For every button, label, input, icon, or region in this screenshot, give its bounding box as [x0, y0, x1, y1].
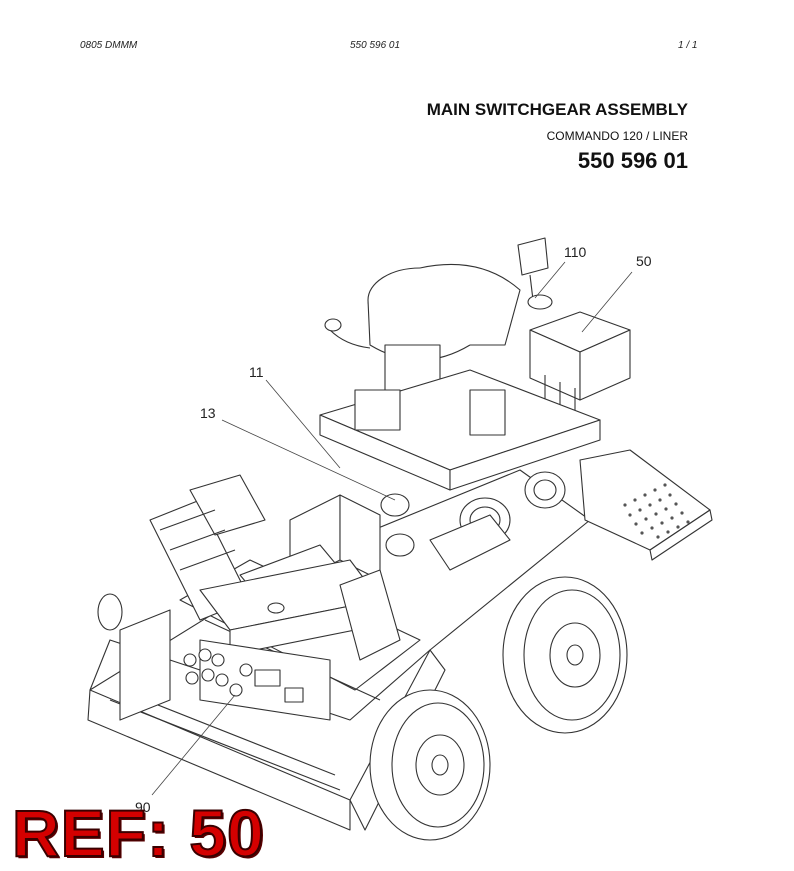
callout-13: 13: [200, 405, 216, 421]
step-plate: [579, 449, 713, 561]
work-lamp: [517, 237, 553, 310]
header-part-number: 550 596 01: [350, 40, 401, 51]
callout-90: 90: [135, 799, 151, 815]
callout-110: 110: [564, 244, 587, 260]
document-title: MAIN SWITCHGEAR ASSEMBLY: [426, 100, 688, 119]
document-part-number: 550 596 01: [577, 148, 688, 173]
rear-wheel: [502, 576, 628, 734]
leader-line-11: [265, 379, 341, 469]
front-wheel: [369, 689, 491, 841]
air-cleaner: [324, 263, 521, 406]
leader-line-13: [221, 419, 396, 501]
header-date-code: 0805 DMMM: [80, 40, 138, 51]
roll-frame: [319, 369, 601, 491]
valve-block: [183, 639, 331, 721]
header-page-number: 1 / 1: [678, 40, 698, 51]
lift-arms: [97, 474, 401, 721]
document-subtitle: COMMANDO 120 / LINER: [546, 129, 688, 143]
leader-line-110: [534, 261, 566, 299]
leader-line-90: [151, 694, 236, 796]
callout-50: 50: [636, 253, 652, 269]
reference-badge: REF: 50: [11, 796, 265, 870]
leader-line-50: [581, 271, 633, 333]
callout-11: 11: [249, 364, 264, 380]
switch-box: [529, 311, 631, 415]
